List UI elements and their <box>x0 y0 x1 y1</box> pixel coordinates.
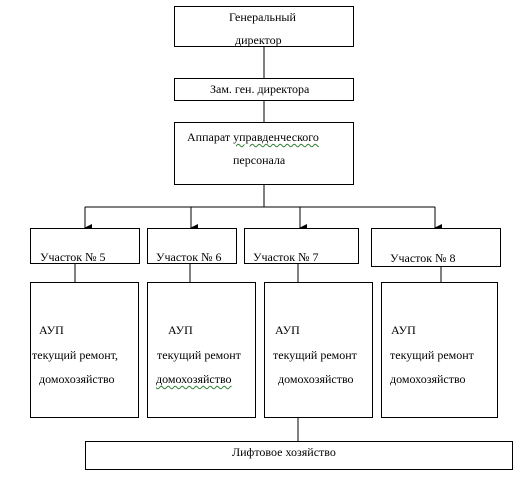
aup-6-label: АУП <box>168 323 193 337</box>
section-8-title: Участок № 8 <box>390 251 456 265</box>
aup-8-label: АУП <box>391 323 416 337</box>
aup-6-line2: текущий ремонт <box>157 348 241 362</box>
apparatus-line1: Аппарат управденческого <box>187 128 319 146</box>
aup-8-line2: текущий ремонт <box>390 348 474 362</box>
aup-box-6: АУП текущий ремонт домохозяйство <box>147 282 256 418</box>
aup-box-5: АУП текущий ремонт, домохозяйство <box>30 282 139 418</box>
aup-8-line3: домохозяйство <box>390 372 466 386</box>
apparatus-line1-b: управденческого <box>233 130 319 144</box>
director-line1: Генеральный <box>229 10 296 24</box>
section-5-box: Участок № 5 <box>30 228 140 264</box>
elevator-label: Лифтовое хозяйство <box>232 445 336 459</box>
aup-7-label: АУП <box>275 323 300 337</box>
aup-box-7: АУП текущий ремонт домохозяйство <box>264 282 373 418</box>
section-8-box: Участок № 8 <box>371 228 501 267</box>
section-5-title: Участок № 5 <box>40 250 106 264</box>
deputy-box: Зам. ген. директора <box>174 78 354 101</box>
apparatus-box: Аппарат управденческого персонала <box>174 122 354 185</box>
aup-box-8: АУП текущий ремонт домохозяйство <box>381 282 498 418</box>
aup-5-line3: домохозяйство <box>39 372 115 386</box>
deputy-label: Зам. ген. директора <box>210 82 310 96</box>
elevator-box: Лифтовое хозяйство <box>85 441 513 470</box>
section-7-title: Участок № 7 <box>253 250 319 264</box>
aup-5-line2: текущий ремонт, <box>32 348 118 362</box>
director-box: Генеральный директор <box>174 6 354 47</box>
apparatus-line2: персонала <box>233 153 286 167</box>
section-6-box: Участок № 6 <box>147 228 237 264</box>
director-line2: директор <box>235 33 282 47</box>
aup-5-label: АУП <box>39 323 64 337</box>
section-7-box: Участок № 7 <box>244 228 359 264</box>
aup-7-line2: текущий ремонт <box>273 348 357 362</box>
aup-7-line3: домохозяйство <box>278 372 354 386</box>
aup-6-line3: домохозяйство <box>156 372 232 386</box>
apparatus-line1-a: Аппарат <box>187 130 234 144</box>
section-6-title: Участок № 6 <box>156 250 222 264</box>
